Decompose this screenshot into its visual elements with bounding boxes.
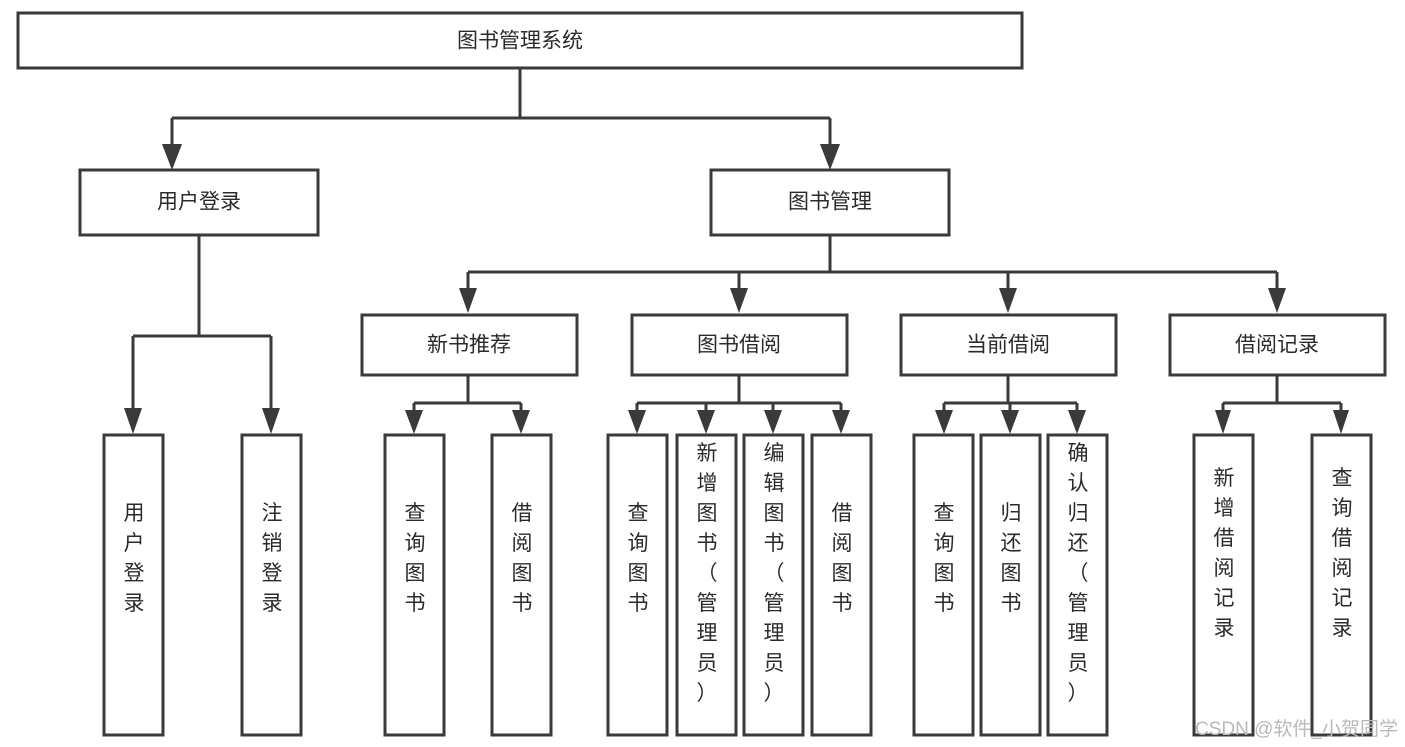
node-leaf-edit-book-box[interactable]: [742, 433, 805, 737]
watermark-label: CSDN @软件_小贺同学: [1195, 718, 1398, 740]
node-leaf-query-book-2-label: 查询图书: [628, 502, 649, 615]
arrowhead-leaf-query-book-2: [628, 410, 646, 434]
node-borrow-record-label: 借阅记录: [1235, 334, 1319, 357]
node-new-book-recommend[interactable]: 新书推荐: [360, 313, 579, 377]
arrowhead-book-management: [820, 144, 840, 170]
node-leaf-add-record-box[interactable]: [1192, 433, 1255, 737]
node-leaf-return-book-box[interactable]: [979, 433, 1042, 737]
node-leaf-borrow-book-1[interactable]: 借阅图书: [490, 433, 553, 737]
arrowhead-leaf-user-login: [124, 408, 142, 434]
node-leaf-logout-box[interactable]: [240, 433, 303, 737]
node-leaf-borrow-book-2[interactable]: 借阅图书: [810, 433, 873, 737]
node-leaf-return-book[interactable]: 归还图书: [979, 433, 1042, 737]
node-user-login[interactable]: 用户登录: [78, 168, 320, 237]
arrowhead-leaf-borrow-book-2: [832, 410, 850, 434]
node-leaf-add-record[interactable]: 新增借阅记录: [1192, 433, 1255, 737]
connector-layer: [124, 68, 1349, 434]
node-root-box[interactable]: [16, 11, 1024, 70]
node-leaf-query-book-1-label: 查询图书: [405, 502, 426, 615]
arrowhead-leaf-confirm-return: [1068, 410, 1086, 434]
node-leaf-borrow-book-2-label: 借阅图书: [832, 502, 853, 615]
node-borrow-record[interactable]: 借阅记录: [1168, 313, 1387, 377]
arrowhead-leaf-borrow-book-1: [512, 410, 530, 434]
node-leaf-confirm-return-label: 确认归还（管理员）: [1068, 442, 1089, 705]
node-leaf-add-book[interactable]: 新增图书（管理员）: [675, 433, 738, 737]
node-leaf-edit-book[interactable]: 编辑图书（管理员）: [742, 433, 805, 737]
node-leaf-query-book-3-label: 查询图书: [934, 502, 955, 615]
node-leaf-logout-label: 注销登录: [262, 502, 283, 615]
node-new-book-recommend-box[interactable]: [360, 313, 579, 377]
node-leaf-edit-book-label: 编辑图书（管理员）: [764, 442, 785, 705]
node-leaf-query-record-label: 查询借阅记录: [1332, 467, 1353, 640]
node-leaf-confirm-return-box[interactable]: [1046, 433, 1109, 737]
arrowhead-leaf-add-book: [697, 410, 715, 434]
node-leaf-user-login-label: 用户登录: [124, 502, 145, 615]
node-leaf-query-book-1[interactable]: 查询图书: [383, 433, 446, 737]
arrowhead-leaf-return-book: [1001, 410, 1019, 434]
arrowhead-new-book-recommend: [459, 288, 477, 313]
node-leaf-logout[interactable]: 注销登录: [240, 433, 303, 737]
node-leaf-query-record-box[interactable]: [1310, 433, 1373, 737]
arrowhead-leaf-query-record: [1333, 410, 1349, 434]
arrowhead-user-login: [162, 144, 182, 170]
node-leaf-query-book-2-box[interactable]: [606, 433, 669, 737]
node-user-login-box[interactable]: [78, 168, 320, 237]
node-root-label: 图书管理系统: [457, 30, 583, 53]
node-book-borrow[interactable]: 图书借阅: [630, 313, 849, 377]
node-leaf-query-record[interactable]: 查询借阅记录: [1310, 433, 1373, 737]
node-book-management-label: 图书管理: [788, 191, 872, 214]
arrowhead-book-borrow: [730, 288, 748, 313]
node-leaf-query-book-3-box[interactable]: [912, 433, 975, 737]
node-new-book-recommend-label: 新书推荐: [427, 334, 511, 357]
node-leaf-borrow-book-2-box[interactable]: [810, 433, 873, 737]
node-leaf-user-login[interactable]: 用户登录: [102, 433, 165, 737]
node-borrow-record-box[interactable]: [1168, 313, 1387, 377]
arrowhead-current-borrow: [999, 288, 1017, 313]
node-book-management-box[interactable]: [709, 168, 951, 237]
arrowhead-leaf-edit-book: [764, 410, 782, 434]
arrowhead-borrow-record: [1268, 288, 1286, 313]
node-current-borrow-box[interactable]: [899, 313, 1118, 377]
arrowhead-leaf-add-record: [1215, 410, 1231, 434]
node-leaf-add-book-box[interactable]: [675, 433, 738, 737]
node-user-login-label: 用户登录: [157, 191, 241, 214]
node-leaf-add-record-label: 新增借阅记录: [1214, 467, 1235, 640]
node-leaf-confirm-return[interactable]: 确认归还（管理员）: [1046, 433, 1109, 737]
node-leaf-query-book-1-box[interactable]: [383, 433, 446, 737]
node-book-management[interactable]: 图书管理: [709, 168, 951, 237]
arrowhead-leaf-logout: [262, 408, 280, 434]
arrowhead-leaf-query-book-3: [935, 410, 953, 434]
node-leaf-add-book-label: 新增图书（管理员）: [697, 442, 718, 705]
node-leaf-user-login-box[interactable]: [102, 433, 165, 737]
node-leaf-borrow-book-1-box[interactable]: [490, 433, 553, 737]
node-root[interactable]: 图书管理系统: [16, 11, 1024, 70]
node-book-borrow-label: 图书借阅: [697, 334, 781, 357]
node-leaf-borrow-book-1-label: 借阅图书: [512, 502, 533, 615]
node-leaf-return-book-label: 归还图书: [1001, 502, 1022, 615]
node-leaf-query-book-3[interactable]: 查询图书: [912, 433, 975, 737]
node-current-borrow-label: 当前借阅: [966, 334, 1050, 357]
node-book-borrow-box[interactable]: [630, 313, 849, 377]
node-leaf-query-book-2[interactable]: 查询图书: [606, 433, 669, 737]
node-current-borrow[interactable]: 当前借阅: [899, 313, 1118, 377]
arrowhead-leaf-query-book-1: [405, 410, 423, 434]
